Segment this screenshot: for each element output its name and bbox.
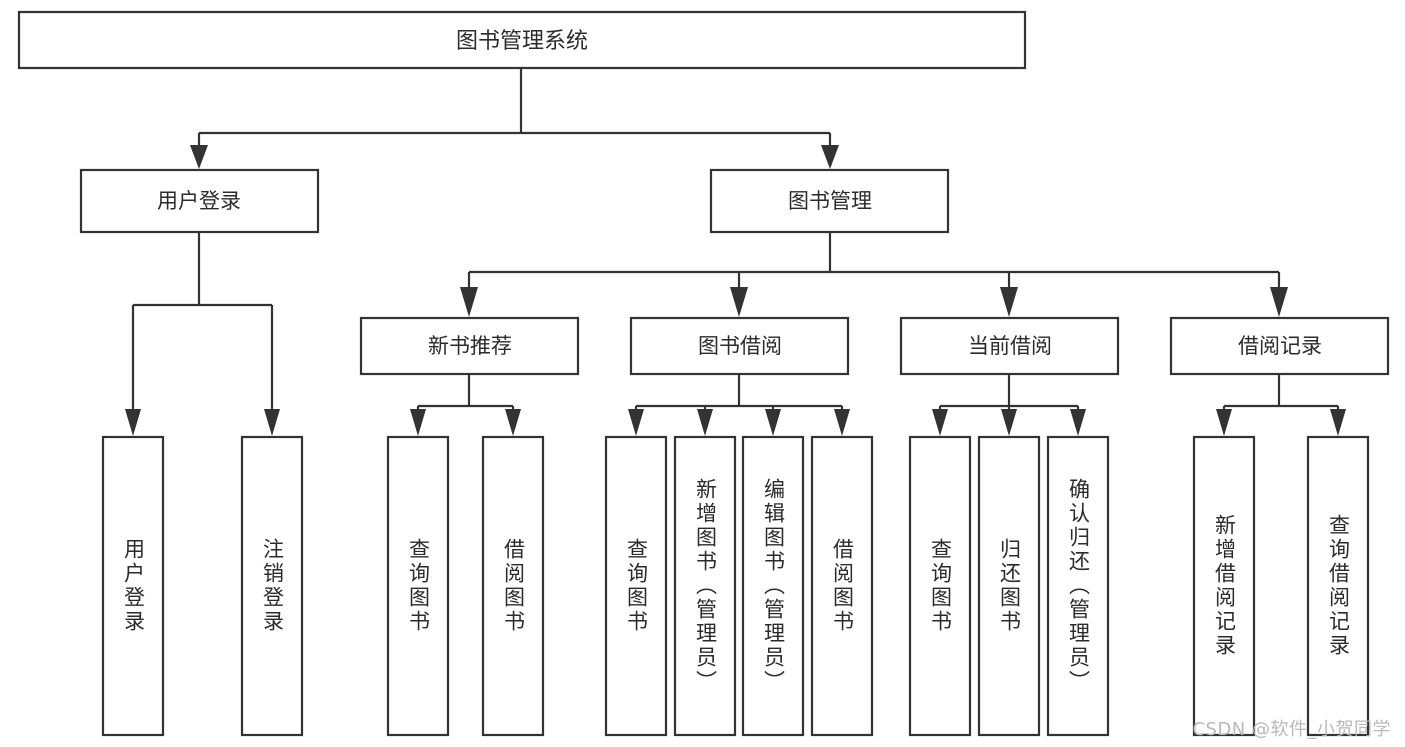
leaf-boxes-user-login bbox=[101, 435, 304, 737]
node-box-rect[interactable] bbox=[17, 10, 1027, 70]
arrow-head-icon bbox=[834, 409, 850, 436]
arrow-head-icon bbox=[765, 409, 781, 436]
node-label-root: 图书管理系统 bbox=[456, 29, 588, 54]
node-label-current-borrow: 当前借阅 bbox=[968, 334, 1052, 358]
arrow-head-icon bbox=[628, 409, 644, 436]
leaf-box-rect[interactable] bbox=[481, 435, 545, 737]
leaf-boxes-new-book-recommend bbox=[386, 435, 545, 737]
arrow-head-icon bbox=[125, 409, 141, 436]
connectors-current-borrow-to-leaves bbox=[932, 374, 1086, 436]
leaf-box-rect[interactable] bbox=[741, 435, 805, 737]
leaf-boxes-borrow-record bbox=[1192, 435, 1370, 737]
connectors-user-login-to-leaves bbox=[125, 232, 280, 436]
node-book-borrow[interactable]: 图书借阅 bbox=[629, 316, 850, 376]
node-borrow-record[interactable]: 借阅记录 bbox=[1169, 316, 1390, 376]
arrow-head-icon bbox=[1001, 409, 1017, 436]
node-label-book-management: 图书管理 bbox=[788, 189, 872, 213]
node-box-rect[interactable] bbox=[899, 316, 1120, 376]
leaf-boxes-current-borrow bbox=[908, 435, 1110, 737]
node-user-login[interactable]: 用户登录 bbox=[79, 168, 320, 234]
leaf-box-rect[interactable] bbox=[1306, 435, 1370, 737]
connectors-root-to-level2 bbox=[190, 68, 839, 169]
arrow-head-icon bbox=[1000, 287, 1018, 317]
node-box-rect[interactable] bbox=[629, 316, 850, 376]
arrow-head-icon bbox=[730, 287, 748, 317]
arrow-head-icon bbox=[821, 145, 839, 169]
leaf-box-rect[interactable] bbox=[386, 435, 450, 737]
leaf-box-rect[interactable] bbox=[101, 435, 165, 737]
arrow-head-icon bbox=[1270, 287, 1288, 317]
node-box-rect[interactable] bbox=[359, 316, 580, 376]
connectors-borrow-record-to-leaves bbox=[1216, 374, 1346, 436]
node-box-rect[interactable] bbox=[709, 168, 950, 234]
node-label-new-book-recommend: 新书推荐 bbox=[428, 334, 512, 358]
leaf-box-rect[interactable] bbox=[604, 435, 668, 737]
node-box-rect[interactable] bbox=[1169, 316, 1390, 376]
arrow-head-icon bbox=[505, 409, 521, 436]
node-box-rect[interactable] bbox=[79, 168, 320, 234]
leaf-box-rect[interactable] bbox=[240, 435, 304, 737]
leaf-box-rect[interactable] bbox=[673, 435, 737, 737]
node-current-borrow[interactable]: 当前借阅 bbox=[899, 316, 1120, 376]
connectors-new-book-to-leaves bbox=[410, 374, 521, 436]
leaf-box-rect[interactable] bbox=[1192, 435, 1256, 737]
arrow-head-icon bbox=[410, 409, 426, 436]
arrow-head-icon bbox=[1216, 409, 1232, 436]
arrow-head-icon bbox=[264, 409, 280, 436]
leaf-boxes-book-borrow bbox=[604, 435, 874, 737]
arrow-head-icon bbox=[697, 409, 713, 436]
node-root-system[interactable]: 图书管理系统 bbox=[17, 10, 1027, 70]
leaf-box-rect[interactable] bbox=[1046, 435, 1110, 737]
node-label-book-borrow: 图书借阅 bbox=[698, 334, 782, 358]
arrow-head-icon bbox=[460, 287, 478, 317]
arrow-head-icon bbox=[190, 145, 208, 169]
arrow-head-icon bbox=[1330, 409, 1346, 436]
leaf-box-rect[interactable] bbox=[810, 435, 874, 737]
connectors-book-borrow-to-leaves bbox=[628, 374, 850, 436]
arrow-head-icon bbox=[932, 409, 948, 436]
arrow-head-icon bbox=[1070, 409, 1086, 436]
leaf-box-rect[interactable] bbox=[977, 435, 1041, 737]
node-book-management[interactable]: 图书管理 bbox=[709, 168, 950, 234]
connectors-book-mgmt-to-level3 bbox=[460, 232, 1288, 317]
node-new-book-recommend[interactable]: 新书推荐 bbox=[359, 316, 580, 376]
node-label-user-login: 用户登录 bbox=[157, 189, 241, 213]
leaf-box-rect[interactable] bbox=[908, 435, 972, 737]
node-label-borrow-record: 借阅记录 bbox=[1238, 334, 1322, 358]
